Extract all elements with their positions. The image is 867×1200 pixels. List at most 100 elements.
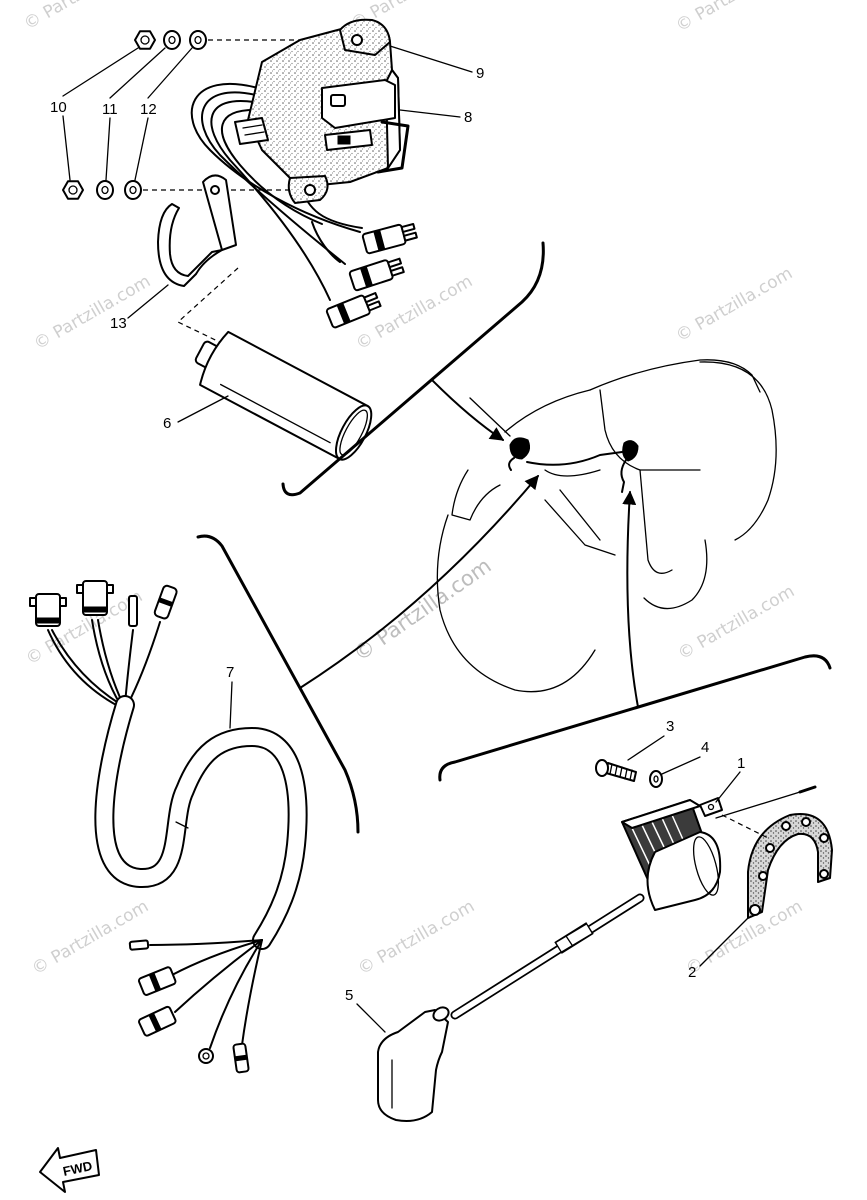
- harness-connector-e: [128, 939, 150, 951]
- fwd-label: FWD: [62, 1158, 94, 1179]
- spark-plug-cap-5: [377, 1006, 450, 1122]
- switch-button-block: [321, 79, 396, 129]
- leader-arrow-right: [622, 490, 639, 708]
- washer-11-lower-bore: [101, 185, 109, 195]
- callout-3: 3: [666, 718, 674, 735]
- callout-8: 8: [464, 109, 472, 126]
- ht-lead-sleeve-edge: [565, 935, 573, 946]
- connector-pin: [402, 231, 418, 242]
- switch-mount-hole-bottom: [304, 184, 316, 196]
- harness-sheath-inner: [96, 697, 306, 948]
- switch-slide-knob: [337, 135, 351, 145]
- switch-edge: [261, 149, 291, 179]
- forward-direction-arrow: FWD: [39, 1147, 100, 1193]
- harness-wire: [91, 619, 121, 705]
- watermark: © Partzilla.com: [675, 581, 799, 664]
- harness-connector-b: [76, 580, 114, 616]
- leader-5: [356, 1003, 386, 1033]
- switch-clamp: [234, 117, 269, 145]
- connector-pin: [400, 222, 416, 233]
- washer-12-lower-bore: [129, 185, 137, 195]
- condenser-body: [199, 330, 369, 461]
- bike-harness-wire: [526, 451, 623, 466]
- leader-10-lower: [62, 115, 71, 181]
- callout-labels: 10 11 12 9 8 13 6 7 3 4 1 2 5: [50, 65, 745, 1004]
- callout-leaders: [62, 45, 749, 1033]
- harness-wire: [124, 629, 134, 705]
- connector-band: [336, 302, 351, 325]
- switch-wire: [221, 108, 323, 225]
- bike-location-marker-coil: [622, 440, 639, 462]
- bolt-thread: [609, 763, 633, 781]
- coil-mount-hole: [707, 803, 715, 811]
- connector-latch: [59, 597, 67, 607]
- connector-band: [157, 597, 174, 608]
- coil-body: [646, 831, 722, 911]
- ignition-coil-1: [621, 785, 817, 911]
- leader-9: [389, 45, 473, 73]
- nut-10-upper: [134, 30, 156, 50]
- harness-wire: [241, 939, 263, 1046]
- harness-connector-d: [153, 584, 178, 620]
- fasteners-lower-row: [62, 180, 303, 200]
- harness-ring-terminal: [198, 1048, 214, 1064]
- bracket-strap-13: [157, 174, 239, 349]
- leader-arrow-upper: [431, 379, 505, 441]
- bracket-hole: [758, 871, 768, 881]
- watermark-center: © Partzilla.com: [349, 553, 496, 666]
- leader-1: [715, 771, 741, 803]
- connector-pin: [363, 292, 379, 304]
- coil-mount-tab: [699, 797, 723, 817]
- connector-latch: [76, 584, 84, 594]
- bolt-head: [595, 759, 609, 777]
- condenser-6: [194, 330, 373, 461]
- connector-pin: [389, 266, 405, 277]
- watermark: © Partzilla.com: [673, 263, 797, 346]
- switch-strap-loop: [376, 120, 410, 174]
- watermark: © Partzilla.com: [21, 0, 145, 34]
- leader-arrow-left: [299, 474, 539, 689]
- callout-4: 4: [701, 739, 709, 756]
- strap-plate: [202, 174, 237, 251]
- callout-11: 11: [102, 101, 118, 118]
- strap-loop: [157, 203, 223, 287]
- ring-terminal-hole: [202, 1052, 210, 1060]
- connector-band: [148, 972, 162, 992]
- connector-band: [148, 1012, 162, 1033]
- leader-8: [399, 109, 461, 118]
- leader-2: [699, 917, 749, 967]
- connector-latch: [106, 584, 114, 594]
- leader-7: [229, 681, 233, 729]
- connector-band: [234, 1054, 248, 1062]
- bracket-2: [747, 813, 833, 919]
- callout-7: 7: [226, 664, 234, 681]
- leader-13: [127, 284, 169, 319]
- harness-connector-f: [137, 966, 177, 996]
- harness-wire: [209, 939, 263, 1049]
- coil-body-end: [692, 836, 720, 896]
- callout-2: 2: [688, 964, 696, 981]
- callout-9: 9: [476, 65, 484, 82]
- washer-12-lower: [124, 180, 142, 200]
- callout-10: 10: [50, 99, 67, 116]
- harness-wire: [171, 939, 263, 976]
- connector-housing: [325, 294, 371, 329]
- harness-wire: [174, 939, 263, 1013]
- ht-lead-sleeve-inner: [556, 924, 592, 952]
- connector-pin-housing: [128, 595, 138, 627]
- ring-terminal: [198, 1048, 214, 1064]
- callout-13: 13: [110, 315, 127, 332]
- connector-housing: [348, 259, 394, 292]
- strap-hole: [210, 185, 220, 195]
- condenser-end-rim: [339, 409, 368, 456]
- watermark: © Partzilla.com: [29, 896, 153, 979]
- harness-wire: [51, 629, 121, 705]
- bike-engine: [544, 489, 616, 556]
- callout-12: 12: [140, 101, 157, 118]
- motorcycle-silhouette: [436, 359, 777, 693]
- bike-rear-fender: [699, 361, 777, 541]
- bracket-hole: [819, 833, 829, 843]
- harness-connector-c: [128, 595, 138, 627]
- nut-10-lower: [62, 180, 84, 200]
